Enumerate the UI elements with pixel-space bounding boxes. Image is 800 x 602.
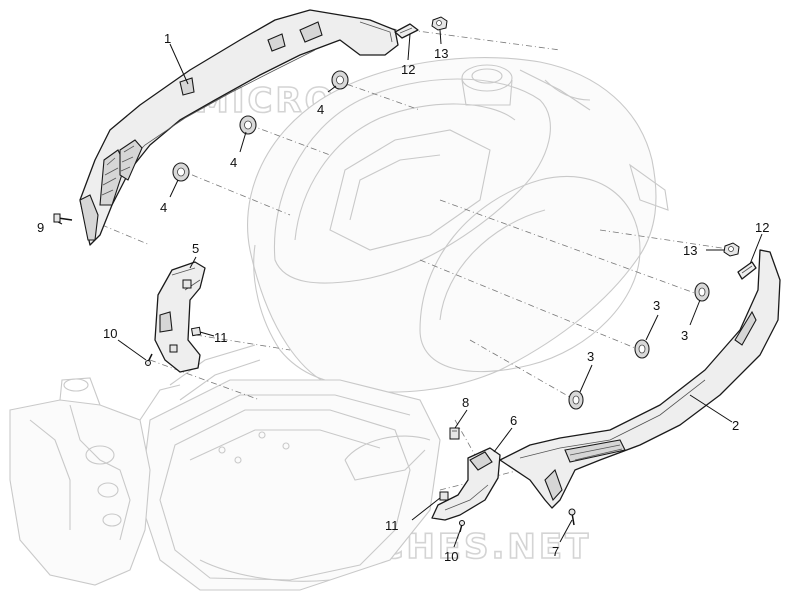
callout-12: 12: [401, 62, 415, 77]
part-13-nut-right: [723, 242, 740, 257]
part-9-screw: [53, 213, 73, 223]
part-2-right-trim: [499, 249, 781, 509]
callout-4: 4: [317, 102, 324, 117]
callout-7: 7: [552, 544, 559, 559]
callout-5: 5: [192, 241, 199, 256]
part-3-grommets: [568, 282, 710, 410]
part-12-clip-top: [394, 23, 419, 39]
part-4-grommets: [172, 70, 349, 182]
part-1-left-trim: [79, 9, 399, 246]
callout-3: 3: [653, 298, 660, 313]
part-6-bracket: [431, 447, 501, 521]
callout-11: 11: [385, 518, 399, 533]
callout-8: 8: [462, 395, 469, 410]
callout-4: 4: [230, 155, 237, 170]
callout-13: 13: [683, 243, 697, 258]
part-13-nut-top: [431, 16, 448, 31]
part-10-screw-left: [145, 353, 153, 366]
callout-labels: 1 2 3 3 3 4 4 4 5 6 7 8 9 10 10 11 11 12…: [37, 31, 769, 564]
callout-12: 12: [755, 220, 769, 235]
part-8-clip: [449, 427, 460, 440]
callout-10: 10: [103, 326, 117, 341]
callout-4: 4: [160, 200, 167, 215]
callout-1: 1: [164, 31, 171, 46]
part-12-clip-right: [737, 261, 757, 280]
callout-3: 3: [587, 349, 594, 364]
callout-6: 6: [510, 413, 517, 428]
part-11-clip-right: [439, 491, 449, 501]
callout-10: 10: [444, 549, 458, 564]
callout-11: 11: [214, 330, 228, 345]
leader-lines: [57, 29, 763, 548]
part-7-screw: [568, 508, 576, 526]
part-11-clip-left: [190, 326, 202, 337]
callout-9: 9: [37, 220, 44, 235]
callout-13: 13: [434, 46, 448, 61]
scooter-body-ghost: [9, 56, 669, 591]
callout-3: 3: [681, 328, 688, 343]
callout-2: 2: [732, 418, 739, 433]
part-5-bracket: [154, 261, 206, 373]
assembly-lines: [89, 24, 736, 491]
